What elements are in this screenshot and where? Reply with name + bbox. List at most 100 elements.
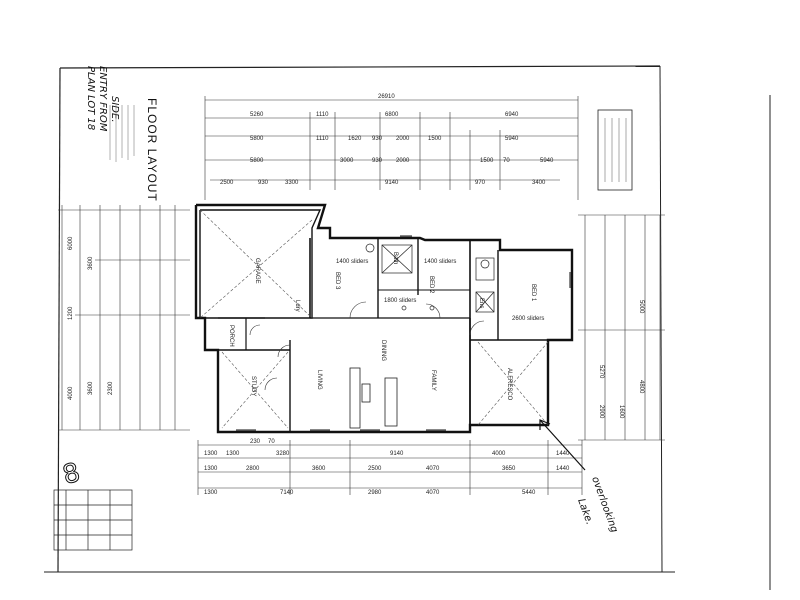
dim-bottom-row1-2: 230 [250, 439, 261, 445]
dim-left-5: 2300 [108, 381, 114, 395]
room-label-bed3: BED 3 [334, 272, 340, 290]
dim-left-1: 3600 [88, 256, 94, 270]
dim-top-row2-3: 930 [372, 136, 383, 142]
alfresco-roof-lines [477, 341, 549, 426]
windows [236, 235, 571, 431]
dim-top-row3-2: 930 [372, 158, 383, 164]
dim-bottom-row1-3: 70 [268, 439, 275, 445]
dim-top-row1-2: 6800 [385, 112, 399, 118]
room-label-ens: Ens [478, 298, 484, 308]
dim-right-1: 5270 [598, 365, 604, 379]
room-label-bed2: BED 2 [428, 276, 434, 294]
handwritten-note-line-3: SIDE. [109, 96, 120, 123]
dim-top-row2-4: 2000 [396, 136, 410, 142]
dim-top-row1-0: 5260 [250, 112, 264, 118]
dim-right-3: 2900 [598, 405, 604, 419]
dim-top-row2-5: 1500 [428, 136, 442, 142]
dim-bottom-row3-0: 1300 [204, 490, 218, 496]
slider-note-2: 1400 sliders [424, 259, 456, 265]
dim-top-row4-3: 9140 [385, 180, 399, 186]
handwritten-note-line-1: PLAN LOT 18 [85, 66, 96, 130]
dim-top-row4-4: 970 [475, 180, 486, 186]
slider-note-3: 1800 sliders [384, 298, 416, 304]
wet-area-fixtures [365, 243, 495, 313]
room-label-bed1: BED 1 [530, 284, 536, 302]
room-label-alfresco: ALFRESCO [506, 368, 512, 401]
dim-left-2: 1200 [68, 306, 74, 320]
plan-title: FLOOR LAYOUT [145, 98, 159, 202]
dim-right-0: 5000 [638, 300, 644, 314]
dim-bottom-row2-0: 1300 [204, 466, 218, 472]
page-mark: 8 [59, 458, 83, 491]
dim-bottom-row2-1: 2800 [246, 466, 260, 472]
dim-top-row1-3: 6940 [505, 112, 519, 118]
study-roof-lines [221, 351, 289, 429]
dim-bottom-row2-6: 1440 [556, 466, 570, 472]
left-dimension-lines [58, 205, 190, 431]
dim-top-row3-3: 2000 [396, 158, 410, 164]
dim-bottom-row2-3: 2500 [368, 466, 382, 472]
lake-note: overlooking Lake. [539, 419, 620, 534]
dim-left-0: 6000 [68, 236, 74, 250]
dim-bottom-row1-0: 1300 [204, 451, 218, 457]
handwritten-note-line-2: ENTRY FROM [97, 66, 108, 132]
dim-right-2: 4800 [638, 380, 644, 394]
dim-top-row3-0: 5800 [250, 158, 264, 164]
lake-note-line-2: Lake. [575, 497, 595, 526]
dim-top-row3-5: 70 [503, 158, 510, 164]
dim-top-row4-1: 930 [258, 180, 269, 186]
room-label-garage: GARAGE [254, 258, 260, 284]
slider-note-4: 2600 sliders [512, 316, 544, 322]
dim-top-row2-0: 5800 [250, 136, 264, 142]
spec-block [109, 105, 135, 162]
handwritten-note: PLAN LOT 18 ENTRY FROM SIDE. [85, 66, 120, 132]
dim-bottom-row2-5: 3650 [502, 466, 516, 472]
dim-bottom-row2-2: 3600 [312, 466, 326, 472]
dim-bottom-row3-2: 2980 [368, 490, 382, 496]
dim-top-row4-5: 3400 [532, 180, 546, 186]
dim-top-row3-4: 1500 [480, 158, 494, 164]
dim-top-row3-1: 3000 [340, 158, 354, 164]
kitchen-bench [349, 367, 398, 429]
title-block [597, 109, 633, 191]
room-label-porch: PORCH [228, 325, 234, 347]
dim-top-row1-1: 1110 [316, 112, 329, 118]
dim-top-row3-6: 5940 [540, 158, 554, 164]
bottom-dimension-text: 1300 1300 230 70 3280 9140 4000 1440 130… [204, 439, 570, 496]
dim-bottom-row1-4: 3280 [276, 451, 290, 457]
dim-left-4: 3600 [88, 381, 94, 395]
room-label-living: LIVING [316, 370, 322, 390]
slider-note-1: 1400 sliders [336, 259, 368, 265]
top-dimension-lines [204, 96, 579, 200]
dim-bottom-row1-6: 4000 [492, 451, 506, 457]
dim-bottom-row2-4: 4070 [426, 466, 440, 472]
right-dimension-lines [578, 214, 665, 441]
room-labels: GARAGE BED 3 BED 2 BED 1 LIVING FAMILY A… [228, 252, 544, 401]
revision-grid [53, 489, 133, 551]
dim-bottom-row3-1: 7140 [280, 490, 294, 496]
dim-top-row2-6: 5940 [505, 136, 519, 142]
room-label-dining: DINING [380, 340, 386, 361]
garage-roof-lines [199, 209, 313, 319]
dim-bottom-row3-3: 4070 [426, 490, 440, 496]
dim-top-total: 26910 [378, 94, 395, 100]
dim-bottom-row1-1: 1300 [226, 451, 240, 457]
room-label-laundry: Ldry [294, 300, 300, 312]
room-label-family: FAMILY [430, 370, 436, 391]
dim-bottom-row3-4: 5440 [522, 490, 536, 496]
room-label-bath: Bath [392, 252, 398, 264]
right-dimension-text: 5000 5270 4800 2900 1600 [598, 300, 644, 419]
dim-top-row2-1: 1110 [316, 136, 329, 142]
top-dimension-text: 26910 5260 1110 6800 6940 5800 1110 1620… [220, 94, 554, 186]
dim-left-3: 4000 [68, 386, 74, 400]
building-walls [194, 203, 574, 434]
left-dimension-text: 6000 3600 1200 4000 3600 2300 [68, 236, 114, 400]
sheet-border [44, 65, 771, 590]
door-swings [249, 301, 485, 391]
dim-top-row4-0: 2500 [220, 180, 234, 186]
bottom-dimension-lines [197, 440, 583, 495]
dim-top-row4-2: 3300 [285, 180, 299, 186]
lake-note-line-1: overlooking [589, 475, 619, 534]
room-label-study: STUDY [250, 376, 256, 396]
dim-right-4: 1600 [618, 405, 624, 419]
